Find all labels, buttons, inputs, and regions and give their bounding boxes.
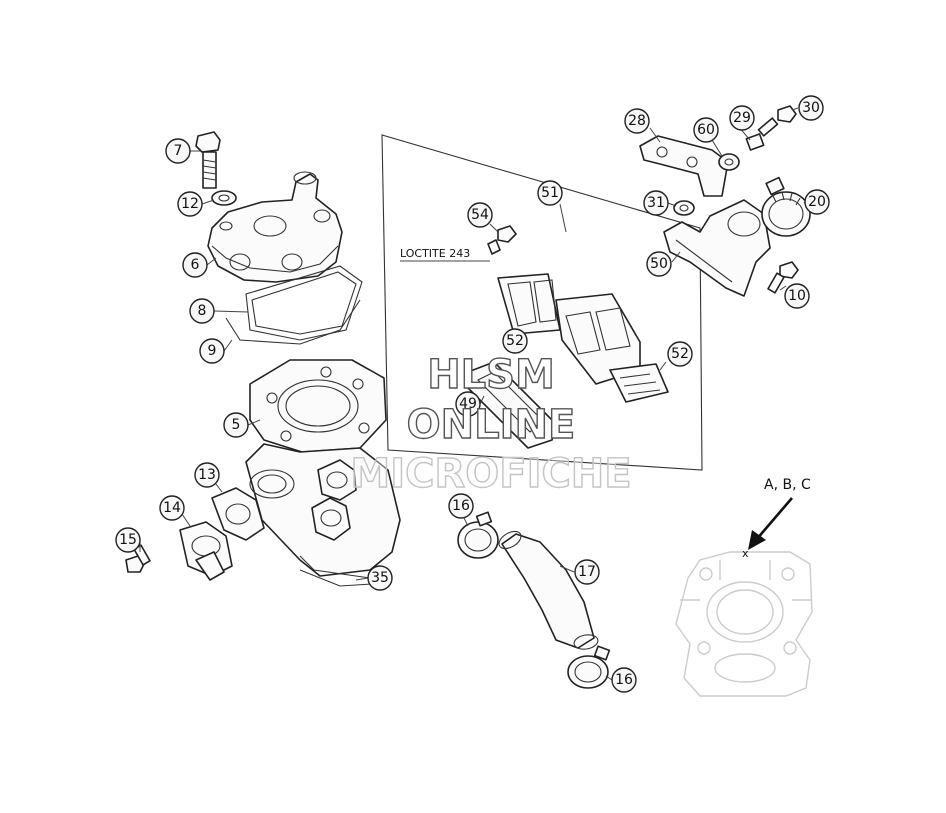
callout-29: 29 <box>729 105 755 131</box>
callout-6: 6 <box>182 252 208 278</box>
callout-51: 51 <box>537 180 563 206</box>
callout-15: 15 <box>115 527 141 553</box>
svg-text:7: 7 <box>174 143 183 159</box>
callout-28: 28 <box>624 108 650 134</box>
svg-text:12: 12 <box>181 196 199 212</box>
svg-text:28: 28 <box>628 113 646 129</box>
exhaust-flange-14 <box>179 521 233 581</box>
gasket-8 <box>245 265 363 341</box>
cylinder-5 <box>245 359 401 579</box>
svg-text:60: 60 <box>697 122 715 138</box>
o-ring-9 <box>225 299 361 345</box>
callout-31: 31 <box>643 190 669 216</box>
svg-text:13: 13 <box>198 467 216 483</box>
callout-16b: 16 <box>611 667 637 693</box>
callout-17: 17 <box>574 559 600 585</box>
hose-clamp-16a <box>457 511 499 559</box>
hose-17 <box>498 530 599 650</box>
reed-assembly-frame <box>381 134 703 471</box>
callout-5: 5 <box>223 412 249 438</box>
intake-gasket-49 <box>465 361 557 449</box>
svg-text:30: 30 <box>802 100 820 116</box>
svg-text:16: 16 <box>615 672 633 688</box>
svg-text:52: 52 <box>671 346 689 362</box>
reed-petals-52a <box>497 273 561 335</box>
callout-12: 12 <box>177 191 203 217</box>
callout-52a: 52 <box>502 328 528 354</box>
svg-text:17: 17 <box>578 564 596 580</box>
bracket-28 <box>639 135 729 197</box>
callout-49: 49 <box>455 391 481 417</box>
bolt-30 <box>757 105 797 137</box>
spacer-29 <box>745 133 765 151</box>
hose-clamp-16b <box>567 645 611 689</box>
callout-8: 8 <box>189 298 215 324</box>
reed-petals-52b <box>609 363 669 403</box>
watermark-line-2: ONLINE <box>407 402 576 448</box>
washer-31 <box>673 200 695 216</box>
svg-text:5: 5 <box>232 417 241 433</box>
svg-text:9: 9 <box>208 343 217 359</box>
svg-text:29: 29 <box>733 110 751 126</box>
watermark-line-3: MICROFICHE <box>350 451 631 497</box>
callout-14: 14 <box>159 495 185 521</box>
view-marker: x <box>742 547 749 560</box>
svg-text:54: 54 <box>471 207 489 223</box>
svg-text:51: 51 <box>541 185 559 201</box>
svg-text:20: 20 <box>808 194 826 210</box>
svg-text:16: 16 <box>452 498 470 514</box>
svg-text:31: 31 <box>647 195 665 211</box>
washer-12 <box>211 190 237 206</box>
svg-text:49: 49 <box>459 396 477 412</box>
callout-54: 54 <box>467 202 493 228</box>
callout-35: 35 <box>367 565 393 591</box>
nut-60 <box>718 153 740 171</box>
intake-manifold-50 <box>663 199 771 297</box>
callout-30: 30 <box>798 95 824 121</box>
cylinder-head-6 <box>207 171 343 283</box>
watermark-line-1: HLSM <box>427 352 555 398</box>
callout-13: 13 <box>194 462 220 488</box>
svg-text:8: 8 <box>198 303 207 319</box>
svg-text:52: 52 <box>506 333 524 349</box>
base-gasket-35 <box>299 569 373 587</box>
svg-text:10: 10 <box>788 288 806 304</box>
hose-clamp-20 <box>761 176 811 237</box>
svg-text:35: 35 <box>371 570 389 586</box>
bolt-10 <box>767 261 799 294</box>
callout-60: 60 <box>693 117 719 143</box>
inset-cylinder-view <box>675 551 813 697</box>
view-label: A, B, C <box>764 477 811 493</box>
svg-text:14: 14 <box>163 500 181 516</box>
loctite-note: LOCTITE 243 <box>400 247 470 260</box>
callout-10: 10 <box>784 283 810 309</box>
callout-20: 20 <box>804 189 830 215</box>
callout-16a: 16 <box>448 493 474 519</box>
callout-7: 7 <box>165 138 191 164</box>
exhaust-gasket-13 <box>211 487 265 541</box>
view-arrowhead <box>748 530 766 550</box>
svg-text:6: 6 <box>191 257 200 273</box>
svg-text:15: 15 <box>119 532 137 548</box>
view-arrow <box>755 497 793 541</box>
callout-9: 9 <box>199 338 225 364</box>
svg-text:50: 50 <box>650 256 668 272</box>
callout-52b: 52 <box>667 341 693 367</box>
screw-54 <box>487 225 517 255</box>
bolt-7 <box>195 131 221 189</box>
callout-50: 50 <box>646 251 672 277</box>
